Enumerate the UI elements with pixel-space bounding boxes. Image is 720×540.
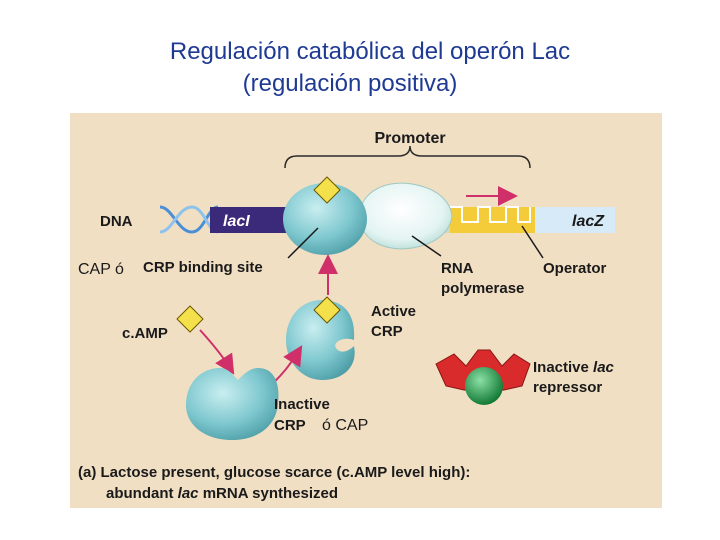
cap-prefix-label: CAP ó — [78, 261, 124, 278]
promoter-label: Promoter — [374, 130, 445, 147]
free-camp-icon — [176, 305, 204, 333]
camp-label: c.AMP — [122, 325, 168, 342]
inactive-lac-repressor — [435, 349, 531, 405]
laci-gene — [210, 207, 290, 233]
repressor-label-line2: repressor — [533, 379, 602, 396]
dna-label: DNA — [100, 213, 133, 230]
figure-panel — [70, 113, 662, 508]
slide-title-line1: Regulación catabólica del operón Lac — [169, 38, 571, 65]
active-crp — [286, 300, 355, 380]
inactive-crp-label-line2: CRP — [274, 417, 306, 434]
operator-pointer — [521, 225, 544, 259]
inactive-crp — [186, 368, 279, 440]
laci-label: lacI — [223, 213, 250, 230]
caption-line2: abundant lac mRNA synthesized — [106, 485, 338, 502]
active-camp-icon — [313, 296, 341, 324]
operator-label: Operator — [543, 260, 607, 277]
caption-line1: (a) Lactose present, glucose scarce (c.A… — [78, 464, 470, 481]
lacz-gene — [535, 207, 615, 233]
active-crp-label-line2: CRP — [371, 323, 403, 340]
operator-region — [450, 206, 535, 233]
polymerase-pointer — [411, 235, 442, 257]
rna-polymerase — [359, 182, 453, 250]
crp-binding-site-label: CRP binding site — [143, 259, 263, 276]
bound-camp-icon — [313, 176, 341, 204]
repressor-label-line1: Inactive lac — [533, 359, 615, 376]
inducer-icon — [465, 367, 503, 405]
camp-arrow — [199, 329, 235, 375]
bound-crp — [283, 183, 367, 255]
lacz-label: lacZ — [572, 213, 605, 230]
dna-helix-icon — [159, 205, 219, 234]
crp-site-pointer — [287, 227, 319, 259]
rna-label: RNA — [441, 260, 474, 277]
inactive-crp-label-line1: Inactive — [274, 396, 330, 413]
inactive-crp-suffix: ó CAP — [322, 417, 368, 434]
polymerase-label: polymerase — [441, 280, 524, 297]
slide-title-line2: (regulación positiva) — [242, 70, 458, 97]
active-crp-label-line1: Active — [371, 303, 416, 320]
promoter-bracket — [284, 145, 531, 169]
